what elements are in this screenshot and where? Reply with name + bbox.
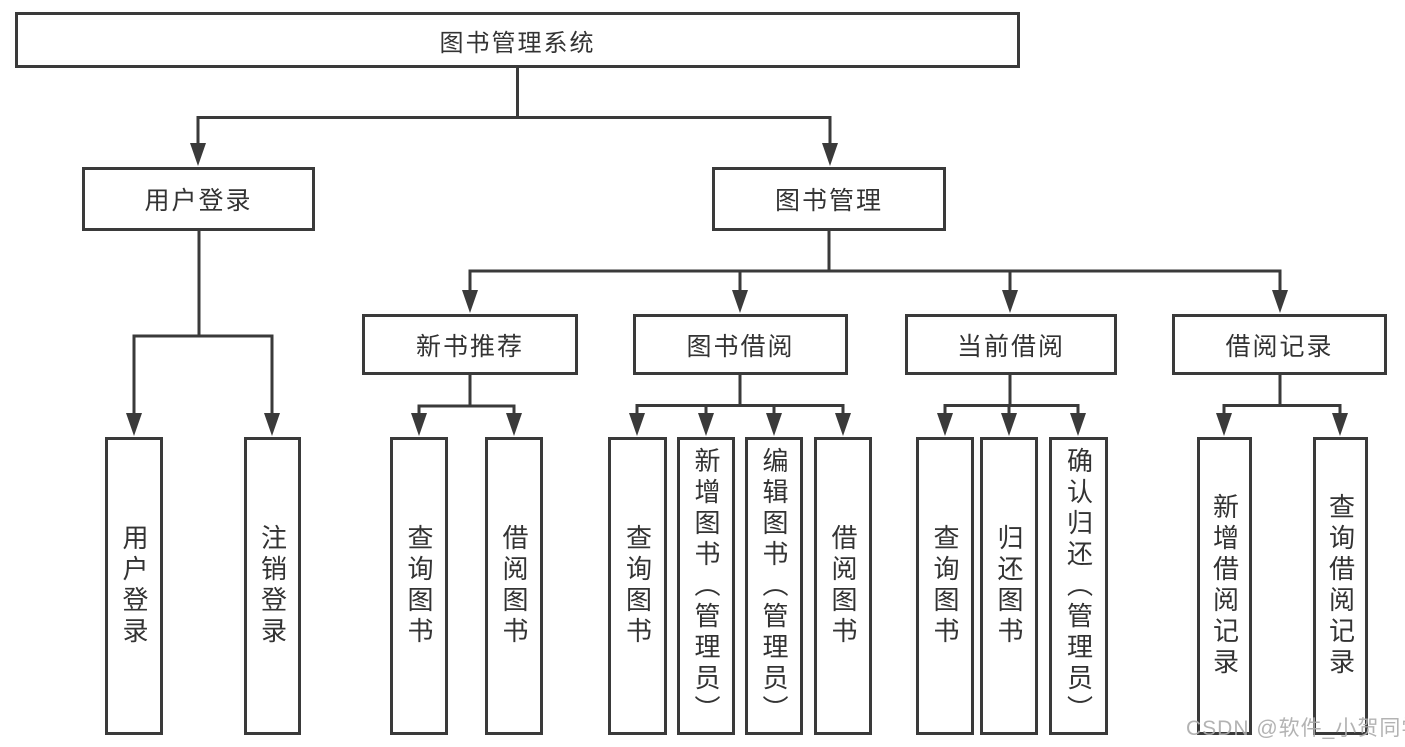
leaf-label: 借阅图书 [499,524,529,648]
connector-login-split [126,231,280,436]
arrowhead [1272,290,1288,313]
leaf-label: 新增图书（管理员） [691,446,721,726]
leaf-label: 查询借阅记录 [1325,493,1356,679]
connector-mgmt-split [462,231,1288,313]
node-system-root: 图书管理系统 [15,12,1020,68]
leaf-label: 借阅图书 [828,524,858,648]
leaf-label: 用户登录 [119,524,149,648]
arrowhead [629,413,645,436]
arrowhead [732,290,748,313]
node-new-book-recommend: 新书推荐 [362,314,578,375]
leaf-return-books: 归还图书 [980,437,1038,735]
node-label: 图书管理 [774,187,883,215]
node-label: 新书推荐 [415,332,524,361]
node-book-borrow: 图书借阅 [633,314,848,375]
arrowhead [462,290,478,313]
node-label: 图书借阅 [686,332,795,361]
leaf-user-login: 用户登录 [105,437,163,735]
leaf-query-borrow-record: 查询借阅记录 [1313,437,1368,735]
node-label: 用户登录 [144,187,253,215]
node-user-login: 用户登录 [82,167,315,231]
leaf-label: 查询图书 [622,524,653,648]
leaf-label: 查询图书 [930,524,960,648]
leaf-query-books-1: 查询图书 [390,437,448,735]
node-label: 当前借阅 [956,332,1065,361]
arrowhead [264,413,280,436]
node-label: 借阅记录 [1225,332,1334,361]
arrowhead [835,413,851,436]
leaf-add-books-admin: 新增图书（管理员） [677,437,735,735]
csdn-watermark: CSDN @软件_小贺同学 [1186,717,1405,740]
arrowhead [1070,413,1086,436]
node-borrow-record: 借阅记录 [1172,314,1387,375]
arrowhead [822,143,838,166]
arrowhead [506,413,522,436]
leaf-query-books-2: 查询图书 [608,437,667,735]
leaf-borrow-books-2: 借阅图书 [814,437,872,735]
leaf-edit-books-admin: 编辑图书（管理员） [745,437,803,735]
leaf-label: 归还图书 [994,524,1024,648]
arrowhead [1332,413,1348,436]
connector-newrec-split [411,375,522,436]
connector-root-split [190,68,838,166]
arrowhead [1002,290,1018,313]
arrowhead [766,413,782,436]
arrowhead [190,143,206,166]
connector-record-split [1216,375,1348,436]
node-current-borrow: 当前借阅 [905,314,1117,375]
arrowhead [1001,413,1017,436]
leaf-logout: 注销登录 [244,437,301,735]
leaf-label: 新增借阅记录 [1209,493,1240,679]
leaf-label: 查询图书 [404,524,434,648]
arrowhead [1216,413,1232,436]
arrowhead [698,413,714,436]
connector-bookborrow-split [629,375,851,436]
arrowhead [937,413,953,436]
node-book-management: 图书管理 [712,167,946,231]
leaf-query-books-3: 查询图书 [916,437,974,735]
leaf-add-borrow-record: 新增借阅记录 [1197,437,1252,735]
leaf-label: 编辑图书（管理员） [759,446,789,726]
leaf-confirm-return-admin: 确认归还（管理员） [1049,437,1108,735]
leaf-label: 注销登录 [257,524,288,648]
node-label: 图书管理系统 [439,29,596,57]
leaf-borrow-books-1: 借阅图书 [485,437,543,735]
arrowhead [126,413,142,436]
leaf-label: 确认归还（管理员） [1063,446,1094,726]
arrowhead [411,413,427,436]
connector-current-split [937,375,1086,436]
